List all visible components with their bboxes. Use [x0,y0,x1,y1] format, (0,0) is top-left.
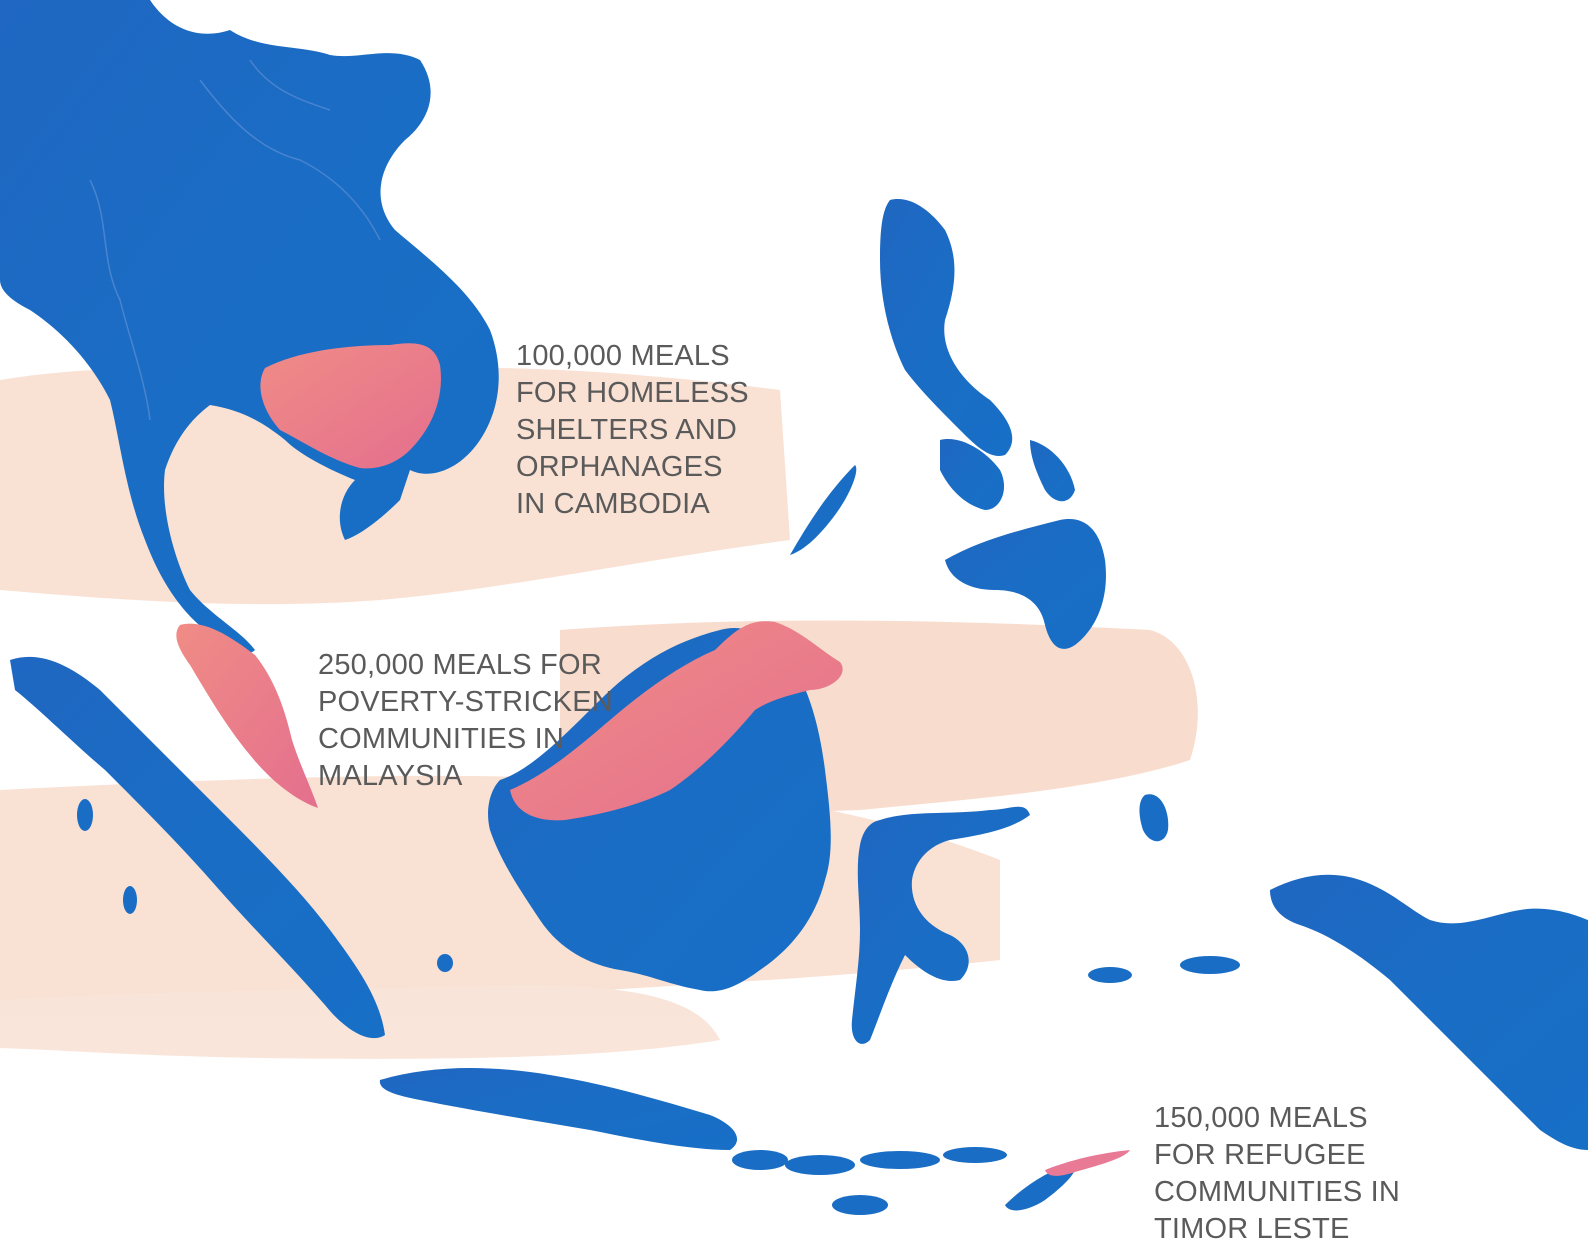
island [1139,794,1169,842]
label-line: FOR HOMELESS [516,377,749,409]
east-malaysia-highlight [510,621,843,821]
new-guinea-island [1270,874,1588,1150]
label-line: COMMUNITIES IN [1154,1176,1401,1208]
label-line: 100,000 MEALS [516,340,730,372]
island [123,886,137,914]
java-island [379,1068,738,1150]
island [1088,967,1132,983]
island [437,954,453,972]
label-line: MALAYSIA [318,760,463,792]
malaysia-meals-label: 250,000 MEALS FOR POVERTY-STRICKEN COMMU… [318,647,613,795]
mainland-region [0,0,499,653]
label-line: IN CAMBODIA [516,488,710,520]
label-line: SHELTERS AND [516,414,738,446]
label-line: ORPHANAGES [516,451,723,483]
label-line: 250,000 MEALS FOR [318,649,602,681]
label-line: TIMOR LESTE [1154,1213,1350,1245]
cambodia-meals-label: 100,000 MEALS FOR HOMELESS SHELTERS AND … [516,338,749,523]
cambodia-highlight [260,343,441,469]
label-line: COMMUNITIES IN [318,723,565,755]
lesser-sunda-islands [732,1147,1076,1215]
label-line: 150,000 MEALS [1154,1102,1368,1134]
peninsular-malaysia-highlight [176,623,318,808]
timor-leste-meals-label: 150,000 MEALS FOR REFUGEE COMMUNITIES IN… [1154,1100,1400,1248]
sumatra-island [10,656,385,1039]
label-line: POVERTY-STRICKEN [318,686,613,718]
island [77,799,93,831]
island [1180,956,1240,974]
sulawesi-island [851,806,1030,1044]
border-lines [89,59,381,421]
philippines-islands [790,199,1106,649]
timor-leste-highlight [1045,1150,1130,1176]
label-line: FOR REFUGEE [1154,1139,1366,1171]
